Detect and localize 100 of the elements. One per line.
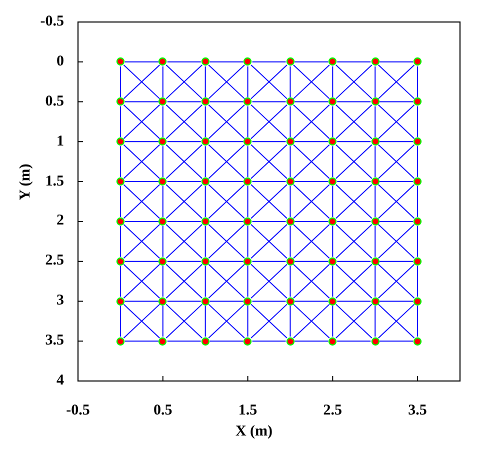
mesh-node-dot xyxy=(370,256,380,266)
axis-tick-label: 0.5 xyxy=(154,404,172,418)
mesh-line xyxy=(332,225,334,258)
mesh-line xyxy=(209,141,244,142)
mesh-node-dot xyxy=(200,57,210,66)
mesh-line xyxy=(336,61,372,62)
mesh-node-dot xyxy=(116,57,125,66)
mesh-line xyxy=(336,220,372,222)
mesh-line xyxy=(374,305,376,338)
mesh-node-dot xyxy=(116,97,125,106)
mesh-line xyxy=(379,141,414,142)
mesh-line xyxy=(332,106,334,138)
mesh-line xyxy=(294,300,329,302)
mesh-line xyxy=(166,141,202,142)
mesh-line xyxy=(379,181,414,182)
mesh-node-dot xyxy=(286,296,295,306)
mesh-node-dot xyxy=(243,57,252,66)
mesh-line xyxy=(332,186,334,218)
mesh-node-dot xyxy=(116,216,125,226)
mesh-node-dot xyxy=(370,97,380,106)
mesh-line xyxy=(247,225,248,258)
mesh-node-dot xyxy=(116,177,125,186)
mesh-line xyxy=(294,260,329,262)
mesh-line xyxy=(166,340,202,342)
mesh-line xyxy=(294,141,329,142)
mesh-node-dot xyxy=(116,296,125,306)
mesh-node-dot xyxy=(286,137,295,146)
mesh-line xyxy=(417,225,418,258)
mesh-node-dot xyxy=(158,97,168,106)
mesh-node-dot xyxy=(370,137,380,146)
mesh-line xyxy=(417,66,418,98)
mesh-line xyxy=(120,305,121,338)
mesh-line xyxy=(417,305,418,338)
mesh-node-dot xyxy=(243,296,252,306)
mesh-line xyxy=(290,186,291,218)
mesh-line xyxy=(417,265,418,298)
mesh-node-dot xyxy=(328,57,338,66)
mesh-line xyxy=(166,61,202,62)
axis-tick-label: 2.5 xyxy=(45,254,64,269)
mesh-node-dot xyxy=(200,137,210,146)
mesh-line xyxy=(379,300,414,302)
mesh-line xyxy=(209,340,244,342)
mesh-node-dot xyxy=(286,336,295,346)
mesh-line xyxy=(247,106,248,138)
mesh-node-dot xyxy=(328,216,338,226)
mesh-node-dot xyxy=(370,57,380,66)
mesh-node-dot xyxy=(328,137,338,146)
mesh-line xyxy=(162,225,164,258)
mesh-line xyxy=(294,101,329,102)
mesh-line xyxy=(336,300,372,302)
mesh-line xyxy=(209,61,244,62)
axis-tick-label: 4 xyxy=(56,374,64,388)
mesh-line xyxy=(252,300,286,302)
mesh-line xyxy=(124,260,159,262)
mesh-node-dot xyxy=(158,57,168,66)
mesh-line xyxy=(204,146,206,178)
mesh-node-dot xyxy=(200,177,210,186)
mesh-line xyxy=(162,186,164,218)
mesh-line xyxy=(247,66,248,98)
mesh-node-dot xyxy=(328,256,338,266)
axis-tick-label: 2.5 xyxy=(323,404,342,418)
mesh-node-dot xyxy=(243,336,252,346)
mesh-node-dot xyxy=(200,336,210,346)
mesh-line xyxy=(252,260,286,262)
mesh-node-dot xyxy=(413,216,422,226)
axis-tick-label: 2 xyxy=(56,214,64,229)
mesh-line xyxy=(290,106,291,138)
mesh-line xyxy=(252,101,286,102)
mesh-line xyxy=(374,265,376,298)
mesh-node-dot xyxy=(413,97,422,106)
mesh-line xyxy=(124,141,159,142)
mesh-line xyxy=(294,61,329,62)
mesh-line xyxy=(120,66,121,98)
mesh-line xyxy=(204,225,206,258)
mesh-line xyxy=(124,101,159,102)
mesh-line xyxy=(252,61,286,62)
mesh-node-dot xyxy=(413,256,422,266)
mesh-line xyxy=(124,300,159,302)
mesh-node-dot xyxy=(158,296,168,306)
mesh-line xyxy=(162,305,164,338)
axis-tick-label: 1.5 xyxy=(45,174,64,190)
axis-tick-label: 3.5 xyxy=(45,334,64,349)
mesh-node-dot xyxy=(286,256,295,266)
mesh-line xyxy=(336,181,372,182)
mesh-node-dot xyxy=(116,137,125,146)
mesh-line xyxy=(294,181,329,182)
mesh-line xyxy=(124,340,159,342)
mesh-line xyxy=(209,220,244,222)
mesh-line xyxy=(294,340,329,342)
mesh-node-dot xyxy=(328,296,338,306)
mesh-node-dot xyxy=(158,177,168,186)
axis-tick-label: 1 xyxy=(56,134,64,150)
mesh-line xyxy=(417,186,418,218)
mesh-line xyxy=(336,101,372,102)
mesh-node-dot xyxy=(286,97,295,106)
mesh-line xyxy=(374,66,376,98)
mesh-line xyxy=(209,101,244,102)
axis-tick-label: 1.5 xyxy=(238,404,258,418)
axis-tick-label: 3.5 xyxy=(408,404,427,418)
axis-tick-label: 0 xyxy=(56,54,64,70)
